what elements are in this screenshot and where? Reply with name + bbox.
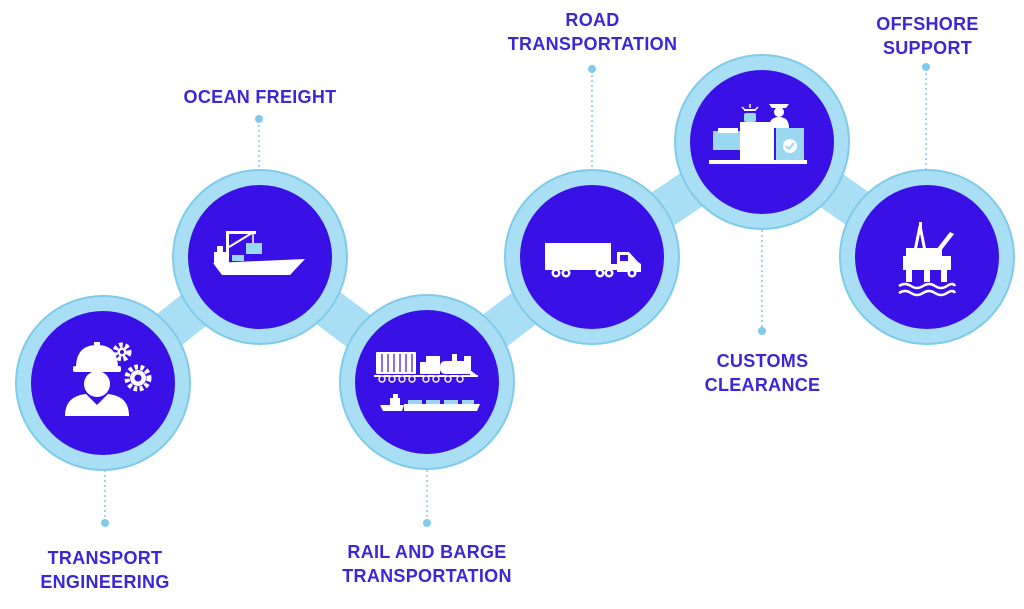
label-line: ENGINEERING — [40, 572, 170, 592]
cargo-ship-icon — [213, 231, 305, 275]
engineer-gears-icon — [65, 342, 152, 416]
step-label-ocean-freight: OCEAN FREIGHT — [160, 85, 360, 109]
label-line: RAIL AND BARGE — [347, 542, 507, 562]
label-line: OCEAN FREIGHT — [183, 87, 337, 107]
leader-dot-1 — [101, 519, 109, 527]
leader-dot-5 — [758, 327, 766, 335]
truck-icon — [545, 243, 641, 278]
step-label-offshore-support: OFFSHORE SUPPORT — [850, 12, 1005, 60]
step-label-road-transportation: ROAD TRANSPORTATION — [490, 8, 695, 56]
leader-dot-6 — [922, 63, 930, 71]
label-line: CLEARANCE — [704, 375, 821, 395]
label-line: TRANSPORTATION — [342, 566, 512, 586]
step-label-transport-engineering: TRANSPORT ENGINEERING — [25, 546, 185, 594]
leader-dot-3 — [423, 519, 431, 527]
oil-rig-icon — [898, 222, 957, 297]
label-line: SUPPORT — [882, 38, 973, 58]
leader-dots — [101, 63, 930, 527]
label-line: CUSTOMS — [716, 351, 809, 371]
label-line: OFFSHORE — [876, 14, 979, 34]
label-line: TRANSPORT — [47, 548, 163, 568]
label-line: TRANSPORTATION — [507, 34, 678, 54]
step-circle-ocean-freight — [172, 169, 348, 345]
leader-dot-2 — [255, 115, 263, 123]
step-circles — [15, 54, 1015, 471]
step-label-rail-and-barge: RAIL AND BARGE TRANSPORTATION — [322, 540, 532, 588]
leader-dot-4 — [588, 65, 596, 73]
train-barge-icon — [374, 352, 480, 411]
step-label-customs-clearance: CUSTOMS CLEARANCE — [680, 349, 845, 397]
customs-officer-icon — [709, 104, 807, 164]
label-line: ROAD — [565, 10, 620, 30]
